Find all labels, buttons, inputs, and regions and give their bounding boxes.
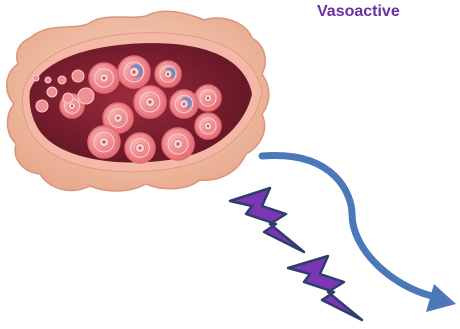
heading-label: Vasoactive <box>317 3 400 21</box>
primordial-follicle <box>45 77 51 83</box>
follicle <box>155 61 181 87</box>
primordial-follicle <box>33 75 39 81</box>
follicle <box>195 85 221 111</box>
follicle <box>88 126 120 158</box>
primordial-follicle <box>72 70 84 82</box>
curved-arrow-shaft <box>262 155 432 296</box>
primordial-follicle <box>47 87 57 97</box>
primordial-follicle <box>63 93 73 103</box>
follicle <box>170 90 198 118</box>
follicle <box>89 63 119 93</box>
lightning-bolt-icon <box>230 188 304 252</box>
follicle <box>134 86 166 118</box>
follicle <box>125 133 155 163</box>
lightning-bolt-icon <box>288 256 362 320</box>
follicle <box>162 128 194 160</box>
ovary-illustration <box>7 11 269 191</box>
primordial-follicle <box>58 76 66 84</box>
follicle <box>118 56 150 88</box>
primordial-follicle <box>36 100 48 112</box>
follicle <box>195 113 221 139</box>
primordial-follicle <box>78 88 94 104</box>
curved-arrow-icon <box>262 155 456 312</box>
curved-arrow-head <box>426 284 456 312</box>
